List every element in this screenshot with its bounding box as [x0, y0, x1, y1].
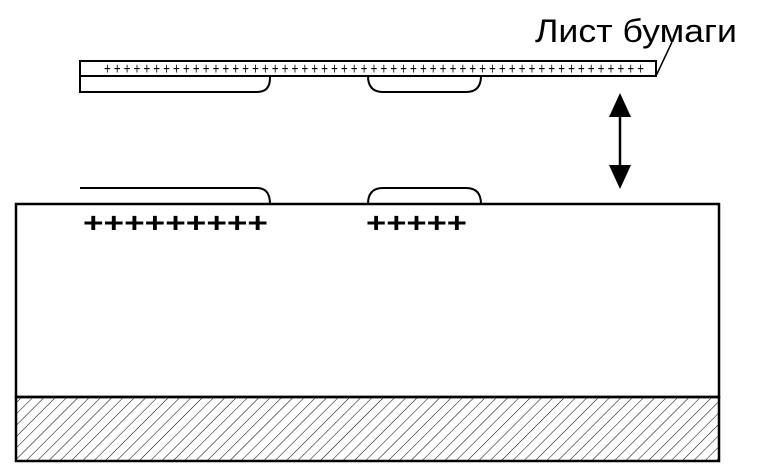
drum-toner-left — [80, 187, 271, 205]
drum-toner-right — [367, 187, 482, 205]
paper-sheet-leader — [655, 41, 673, 77]
drum-charges-right: +++++ — [366, 207, 467, 238]
paper-sheet-label: Лист бумаги — [535, 13, 737, 49]
paper-sheet: + + + + + + + + + + + + + + + + + + + + … — [79, 60, 657, 78]
paper-toner-right — [367, 75, 482, 93]
double-arrow-icon — [609, 93, 631, 189]
conductive-substrate — [14, 395, 721, 463]
drum-charges-left: +++++++++ — [83, 207, 268, 238]
photoconductor-layer — [14, 202, 721, 399]
paper-sheet-charges: + + + + + + + + + + + + + + + + + + + + … — [104, 61, 644, 78]
paper-toner-left — [79, 76, 271, 93]
